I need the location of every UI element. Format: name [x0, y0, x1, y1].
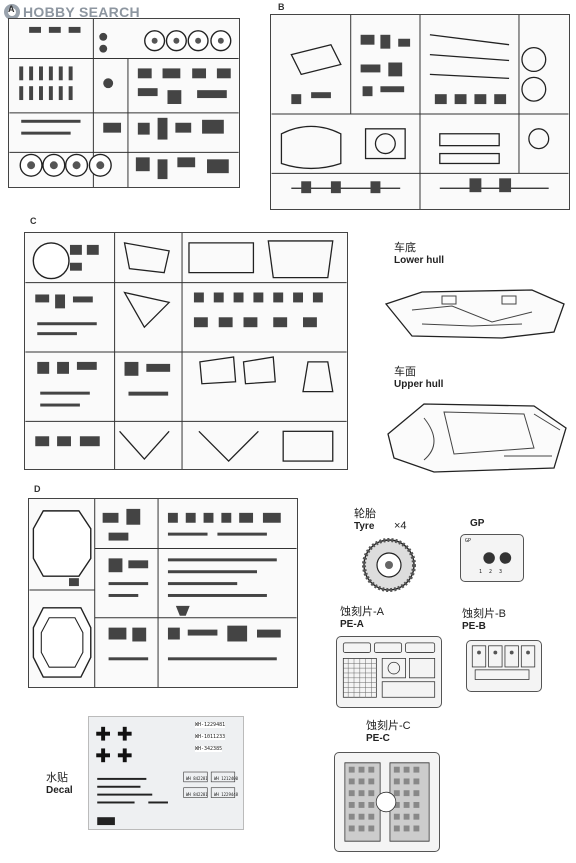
sprue-a: [8, 18, 240, 188]
decal-plate-1: WH-1229481: [195, 722, 226, 728]
pe-a-en: PE-A: [340, 619, 364, 630]
decal-cn: 水贴: [46, 772, 68, 784]
pe-c-parts: [344, 762, 430, 842]
pe-b-parts: [471, 645, 536, 680]
pe-c-en: PE-C: [366, 733, 390, 744]
decal-caption: 水贴 Decal: [46, 772, 73, 797]
upper-hull-caption: 车面 Upper hull: [394, 366, 443, 391]
tyre-quantity: ×4: [394, 520, 407, 532]
sprue-c: [24, 232, 348, 470]
gp-num-1: 1: [479, 569, 483, 575]
sprue-b: [270, 14, 570, 210]
decal-en: Decal: [46, 785, 73, 796]
decal-markings: [96, 726, 236, 826]
pe-a-parts: [342, 642, 436, 698]
upper-hull-cn: 车面: [394, 366, 416, 378]
decal-small-plate-3: WH 842281: [186, 792, 208, 797]
lower-hull-caption: 车底 Lower hull: [394, 242, 444, 267]
decal-plate-2: WH-1011233: [195, 734, 226, 740]
tyre-caption: 轮胎 Tyre: [354, 508, 376, 533]
sprue-b-letter: B: [278, 2, 285, 12]
pe-a-caption: 蚀刻片-A PE-A: [340, 606, 384, 631]
sprue-a-letter: A: [8, 4, 15, 14]
pe-c-fret: [334, 752, 440, 852]
sprue-a-parts: [9, 19, 239, 187]
gp-num-3: 3: [499, 569, 503, 575]
gp-caption: GP: [470, 518, 485, 529]
gp-fret: GP 1 2 3: [460, 534, 524, 582]
decal-plate-3: WH-342385: [195, 746, 223, 752]
pe-b-caption: 蚀刻片-B PE-B: [462, 608, 506, 633]
lower-hull-drawing: [384, 289, 565, 339]
pe-c-cn: 蚀刻片-C: [366, 720, 411, 732]
tyre-drawing: [362, 538, 416, 592]
pe-a-fret: [336, 636, 442, 708]
pe-b-cn: 蚀刻片-B: [462, 608, 506, 620]
decal-small-plate-2: WH 1212400: [214, 776, 239, 781]
gp-parts: [483, 552, 512, 564]
hobby-search-logo-icon: [4, 4, 20, 20]
pe-b-fret: [466, 640, 542, 692]
sprue-c-parts: [25, 233, 347, 469]
lower-hull-en: Lower hull: [394, 255, 444, 266]
sprue-d-parts: [29, 499, 297, 687]
sprue-d: [28, 498, 298, 688]
pe-c-caption: 蚀刻片-C PE-C: [366, 720, 411, 745]
pe-a-cn: 蚀刻片-A: [340, 606, 384, 618]
decal-small-plate-4: WH 1229448: [214, 792, 239, 797]
tyre-en: Tyre: [354, 521, 375, 532]
sprue-d-letter: D: [34, 484, 41, 494]
tyre-cn: 轮胎: [354, 508, 376, 520]
decal-sheet: WH-1229481 WH-1011233 WH-342385 WH 84228…: [88, 716, 244, 830]
hobby-search-watermark: HOBBY SEARCH: [4, 3, 140, 21]
sprue-c-letter: C: [30, 216, 37, 226]
lower-hull-cn: 车底: [394, 242, 416, 254]
decal-small-plate-1: WH 842281: [186, 776, 208, 781]
watermark-text: HOBBY SEARCH: [23, 4, 140, 20]
gp-tag: GP: [465, 538, 472, 544]
sprue-b-parts: [271, 15, 569, 209]
upper-hull-drawing: [387, 403, 567, 473]
gp-num-2: 2: [489, 569, 493, 575]
upper-hull-en: Upper hull: [394, 379, 444, 390]
pe-b-en: PE-B: [462, 621, 486, 632]
